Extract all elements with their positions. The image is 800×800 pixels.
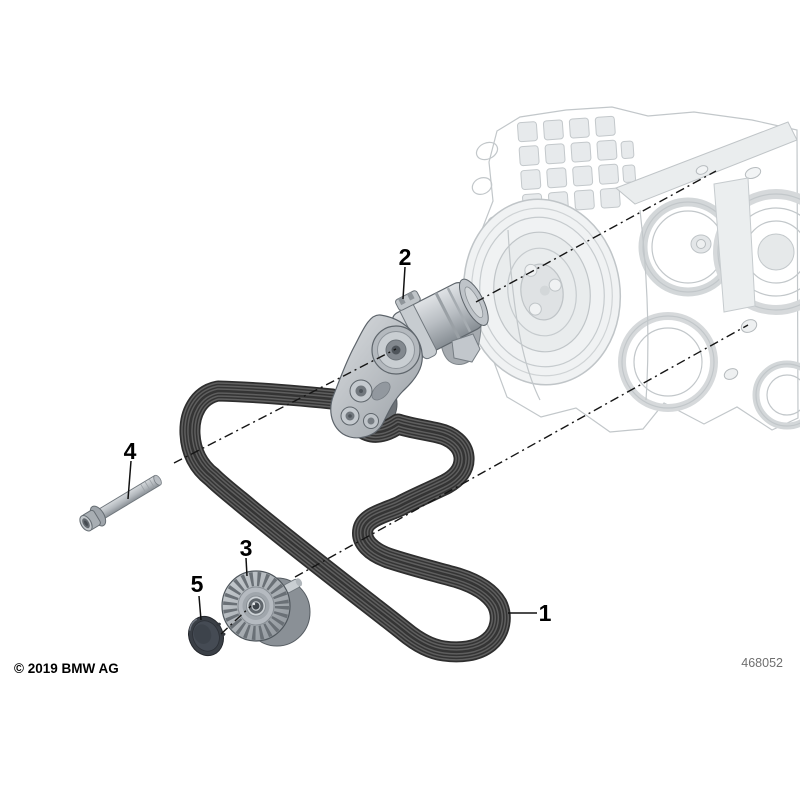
leader-cap-to-pulley (220, 605, 252, 635)
idler-pulley-fins (223, 572, 289, 640)
leader-tensioner-to-engine (475, 170, 717, 303)
leader-lines-dashdot (173, 170, 749, 635)
callout-label-3: 3 (240, 535, 253, 561)
diagram-number: 468052 (741, 656, 783, 670)
crankshaft-pulley-faded (462, 198, 622, 386)
leader-pulley-to-engine (294, 324, 749, 578)
callout-label-5: 5 (191, 571, 204, 597)
callout-line-5 (198, 595, 202, 621)
belt-tensioner (330, 278, 489, 439)
copyright-notice: © 2019 BMW AG (14, 661, 119, 676)
idler-pulley (221, 570, 311, 647)
callout-label-4: 4 (124, 438, 137, 464)
callout-line-2 (402, 266, 406, 300)
callout-line-3 (245, 557, 248, 577)
callouts: 1 2 3 4 5 (124, 244, 552, 626)
tensioner-top-tab (395, 290, 421, 311)
callout-line-4 (127, 460, 132, 500)
engine-block-faded (462, 106, 800, 433)
tensioner-bolt (79, 474, 162, 532)
callout-label-2: 2 (399, 244, 412, 270)
tensioner-bracket-tab (451, 333, 481, 363)
sealing-cap (188, 615, 226, 657)
leader-bolt-to-tensioner-center (173, 348, 397, 464)
tensioner-bearing-eye (371, 325, 421, 375)
tensioner-bolt-bosses (340, 379, 379, 429)
callout-label-1: 1 (539, 600, 552, 626)
